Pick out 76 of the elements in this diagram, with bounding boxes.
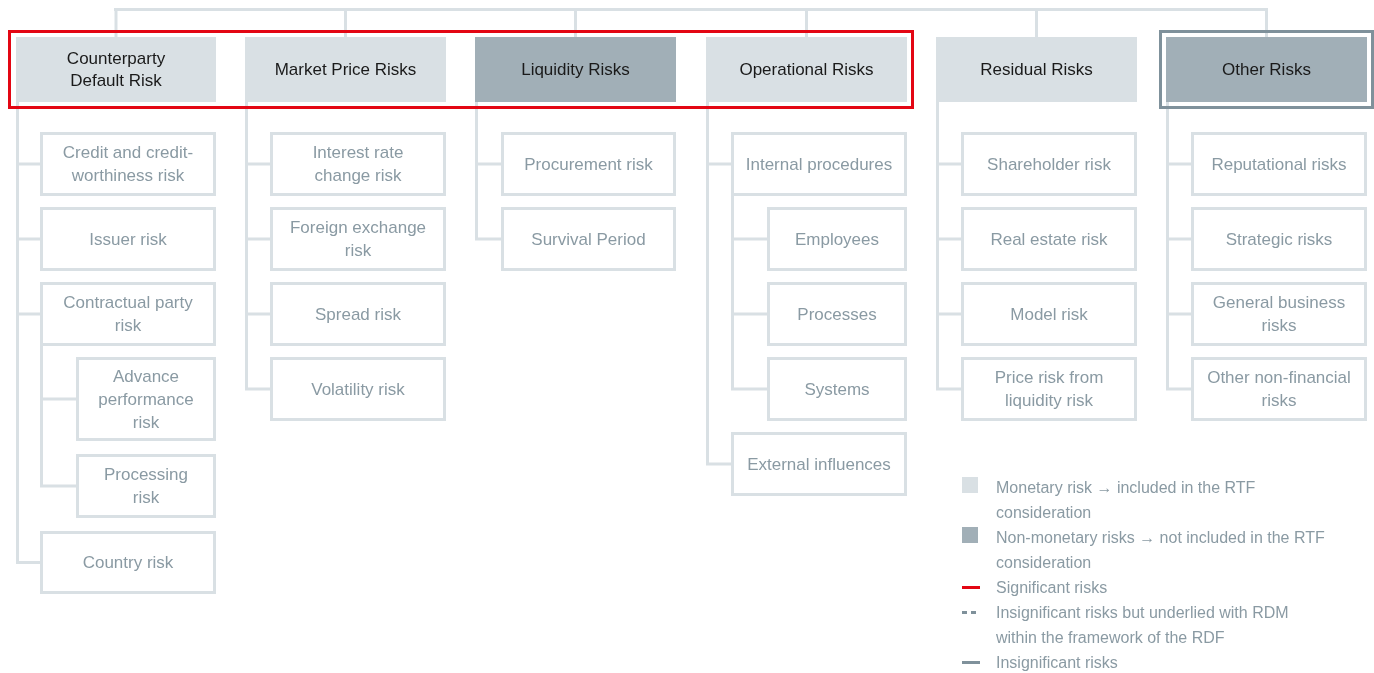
risk-box bbox=[40, 132, 216, 196]
node-label: Processing risk bbox=[102, 464, 190, 509]
node-label: Real estate risk bbox=[990, 228, 1108, 251]
node-label: Internal procedures bbox=[745, 153, 893, 176]
category-box bbox=[936, 37, 1137, 102]
node-label: Other non-financial risks bbox=[1206, 367, 1352, 412]
legend-label: Non-monetary risks → not included in the RTF consideration bbox=[996, 529, 1325, 571]
risk-box bbox=[961, 357, 1137, 421]
risk-box bbox=[40, 282, 216, 346]
node-label: Processes bbox=[797, 303, 877, 326]
category-box bbox=[475, 37, 676, 102]
risk-box bbox=[501, 207, 676, 271]
risk-box bbox=[501, 132, 676, 196]
node-label: Volatility risk bbox=[311, 378, 405, 401]
risk-box bbox=[270, 357, 446, 421]
connector-line bbox=[1265, 11, 1268, 37]
node-label: General business risks bbox=[1211, 292, 1347, 337]
connector-line bbox=[1035, 11, 1038, 37]
node-label: Issuer risk bbox=[89, 228, 167, 251]
connector-line bbox=[114, 11, 118, 37]
risk-box bbox=[40, 531, 216, 594]
node-label: Procurement risk bbox=[524, 153, 653, 176]
risk-box bbox=[961, 207, 1137, 271]
node-label: Survival Period bbox=[531, 228, 646, 251]
risk-box bbox=[270, 207, 446, 271]
group-outline bbox=[1159, 30, 1374, 109]
risk-box bbox=[767, 207, 907, 271]
risk-box bbox=[961, 132, 1137, 196]
node-label: Reputational risks bbox=[1211, 153, 1347, 176]
risk-box bbox=[731, 432, 907, 496]
node-label: Foreign exchange risk bbox=[288, 217, 428, 262]
node-label: Market Price Risks bbox=[274, 58, 417, 81]
risk-box bbox=[1191, 132, 1367, 196]
risk-box bbox=[961, 282, 1137, 346]
risk-box bbox=[270, 282, 446, 346]
node-label: Residual Risks bbox=[980, 58, 1093, 81]
node-label: Shareholder risk bbox=[987, 153, 1111, 176]
node-label: Other Risks bbox=[1222, 58, 1311, 81]
connector-line bbox=[574, 11, 577, 37]
risk-box bbox=[76, 357, 216, 441]
category-box bbox=[16, 37, 216, 102]
risk-box bbox=[1191, 207, 1367, 271]
node-label: Counterparty Default Risk bbox=[65, 47, 167, 92]
legend-label: Significant risks bbox=[996, 579, 1108, 596]
node-label: Spread risk bbox=[315, 303, 401, 326]
risk-box bbox=[767, 357, 907, 421]
node-label: Price risk from liquidity risk bbox=[993, 367, 1105, 412]
node-label: Interest rate change risk bbox=[311, 142, 405, 187]
node-label: External influences bbox=[747, 453, 891, 476]
group-outline bbox=[8, 30, 914, 109]
node-label: Country risk bbox=[82, 552, 174, 574]
category-box bbox=[1166, 37, 1367, 102]
node-label: Contractual party risk bbox=[62, 292, 194, 337]
risk-box bbox=[1191, 282, 1367, 346]
risk-box bbox=[76, 454, 216, 518]
node-label: Strategic risks bbox=[1225, 228, 1333, 251]
node-label: Advance performance risk bbox=[97, 365, 195, 434]
category-box bbox=[245, 37, 446, 102]
risk-box bbox=[1191, 357, 1367, 421]
risk-box bbox=[731, 132, 907, 196]
node-label: Systems bbox=[804, 378, 870, 401]
connector-line bbox=[344, 11, 347, 37]
category-box bbox=[706, 37, 907, 102]
risk-box bbox=[40, 207, 216, 271]
connector-line bbox=[805, 11, 808, 37]
legend-label: Monetary risk → included in the RTF consideration bbox=[996, 479, 1256, 521]
node-label: Credit and credit-worthiness risk bbox=[61, 142, 195, 187]
risk-box bbox=[767, 282, 907, 346]
legend-label: Insignificant risks bbox=[996, 654, 1118, 671]
node-label: Model risk bbox=[1010, 303, 1088, 326]
legend-label: Insignificant risks but underlied with RDM within the framework of the RDF bbox=[996, 604, 1289, 646]
node-label: Employees bbox=[794, 228, 880, 251]
bus-bar bbox=[114, 8, 1268, 11]
risk-box bbox=[270, 132, 446, 196]
node-label: Operational Risks bbox=[739, 58, 874, 81]
node-label: Liquidity Risks bbox=[521, 58, 630, 81]
